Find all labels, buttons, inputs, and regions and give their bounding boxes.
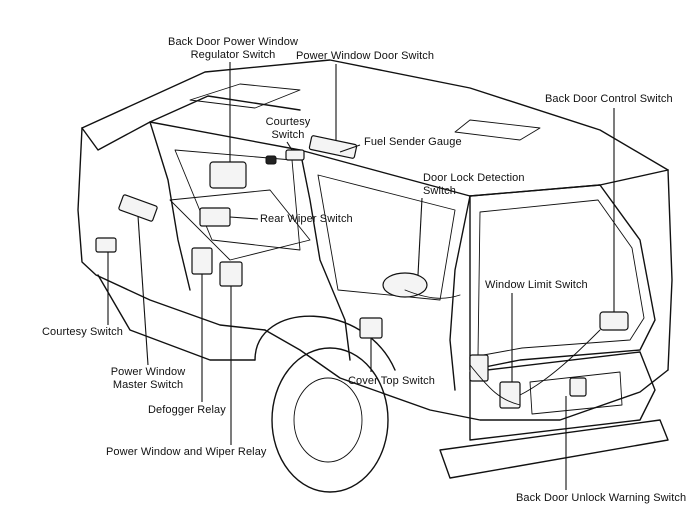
label-power-window-master-line1: Power Window	[110, 366, 186, 378]
label-door-lock-detection-line2: Switch	[423, 185, 456, 197]
label-cover-top-switch: Cover Top Switch	[348, 375, 435, 387]
label-back-door-power-window: Back Door Power Window Regulator Switch	[158, 36, 308, 62]
power-window-door-switch-part	[308, 135, 358, 159]
label-door-lock-detection-line1: Door Lock Detection	[423, 172, 525, 184]
label-back-door-power-window-line2: Regulator Switch	[190, 49, 276, 61]
wire-harness	[404, 289, 601, 406]
label-back-door-unlock-warning-switch: Back Door Unlock Warning Switch	[516, 492, 687, 504]
back-door-control-switch-part	[599, 311, 629, 331]
power-window-wiper-relay-part	[219, 261, 243, 287]
tailgate-glass	[477, 199, 645, 357]
rocker-panel	[97, 274, 256, 361]
label-fuel-sender-gauge: Fuel Sender Gauge	[364, 136, 462, 148]
label-power-window-master-line2: Master Switch	[112, 379, 184, 391]
wheel-arch	[254, 315, 396, 371]
label-door-lock-detection: Door Lock Detection Switch	[423, 172, 525, 198]
back-door-regulator-switch-part	[209, 161, 247, 189]
label-rear-wiper-switch: Rear Wiper Switch	[260, 213, 353, 225]
label-defogger-relay: Defogger Relay	[148, 404, 226, 416]
fuel-sender-gauge-part	[382, 272, 428, 298]
label-power-window-door-switch: Power Window Door Switch	[296, 50, 435, 62]
power-window-master-switch-part	[118, 194, 158, 222]
d-pillar	[449, 195, 471, 391]
label-back-door-power-window-line1: Back Door Power Window	[168, 36, 298, 48]
c-pillar	[299, 149, 351, 361]
cover-top-switch-part	[359, 317, 383, 339]
license-plate	[529, 371, 623, 415]
leader-master-switch	[137, 215, 149, 366]
label-window-limit-switch: Window Limit Switch	[485, 279, 588, 291]
label-power-window-wiper-relay: Power Window and Wiper Relay	[106, 446, 267, 458]
label-courtesy-switch-left: Courtesy Switch	[42, 326, 123, 338]
leader-fuel-sender	[339, 144, 361, 153]
label-courtesy-switch-top-line1: Courtesy	[265, 116, 311, 128]
tailgate-frame	[469, 184, 656, 371]
body-front-edge	[77, 127, 266, 331]
defogger-relay-part	[191, 247, 213, 275]
body-lower-line	[264, 329, 669, 421]
sunroof-front	[189, 83, 301, 109]
quarter-window	[317, 174, 456, 301]
label-back-door-control-switch: Back Door Control Switch	[545, 93, 673, 105]
sunroof-rear	[454, 119, 541, 141]
label-courtesy-switch-top: Courtesy Switch	[262, 116, 314, 142]
rear-wheel-hub	[293, 377, 363, 463]
b-pillar	[149, 121, 191, 291]
label-courtesy-switch-top-line2: Switch	[271, 129, 305, 141]
rear-wheel	[271, 347, 389, 493]
interior-floor	[169, 189, 311, 261]
leader-rear-wiper	[229, 216, 259, 220]
courtesy-switch-left-part	[95, 237, 117, 253]
courtesy-switch-top-part-small	[265, 155, 277, 165]
label-power-window-master-switch: Power Window Master Switch	[100, 366, 196, 392]
body-rear-edge	[667, 169, 673, 371]
back-door-unlock-warning-switch-part	[569, 377, 587, 397]
rear-wiper-switch-part	[199, 207, 231, 227]
roof-outline	[81, 59, 669, 171]
leader-door-lock-detection	[417, 197, 423, 276]
leader-courtesy-top	[286, 141, 293, 151]
door-lock-detection-switch-part	[469, 354, 489, 382]
courtesy-switch-top-part	[285, 149, 305, 161]
tailgate-lower	[469, 351, 656, 441]
rear-bumper	[439, 419, 669, 479]
